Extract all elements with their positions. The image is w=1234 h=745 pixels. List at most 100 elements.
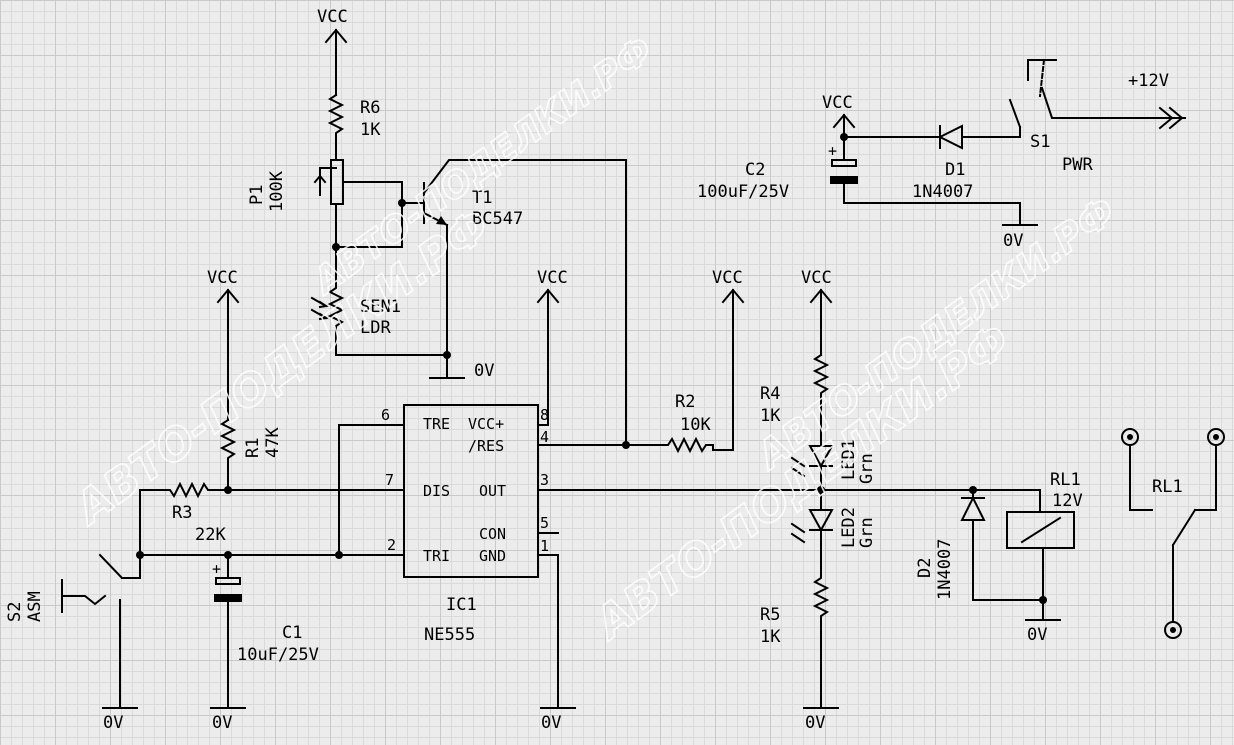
pin2-label: 2 [387,536,396,554]
ic1-ne555 [139,404,1041,709]
vcc-symbol-top [324,28,348,96]
r4-value: 1K [760,406,781,426]
ic-pin-con: CON [479,525,506,543]
vcc-label-r4: VCC [801,268,832,288]
c1-plus: + [212,560,221,578]
ic-pin-res: /RES [468,437,504,455]
t1-label: T1 [472,188,492,208]
ic-pin-vcc: VCC+ [468,415,504,433]
vcc-label-c2: VCC [822,93,853,113]
c1-label: C1 [282,623,302,643]
ground-label-s2: 0V [103,713,123,733]
sen1-label: SEN1 [360,297,401,317]
pin6-label: 6 [381,406,390,424]
r6-value: 1K [360,120,381,140]
pin3-label: 3 [540,471,549,489]
ic-pin-out: OUT [479,482,506,500]
ground-label-c2: 0V [1003,231,1023,251]
c2-value: 100uF/25V [697,182,789,202]
s2-label: S2 [5,602,25,622]
rl1-contacts-label: RL1 [1152,477,1183,497]
r1-label: R1 [243,438,263,458]
relay-contacts-rl1 [1121,428,1225,639]
pin8-label: 8 [540,406,549,424]
s1-value: PWR [1062,155,1093,175]
r6-label: R6 [360,98,380,118]
ic1-value: NE555 [424,625,475,645]
r4-label: R4 [760,384,780,404]
rl1-label: RL1 [1050,470,1081,490]
c1-value: 10uF/25V [237,645,319,665]
p1-label: P1 [247,185,267,205]
supply-label: +12V [1128,71,1169,91]
t1-value: BC547 [472,209,523,229]
resistor-r6 [327,93,345,161]
resistor-r3 [139,481,229,556]
r1-value: 47K [263,427,283,458]
sen1-value: LDR [360,318,391,338]
vcc-symbol-r4 [809,288,833,356]
ic-pin-gnd: GND [479,547,506,565]
led1-label: LED1 [839,439,859,480]
r5-label: R5 [760,605,780,625]
resistor-r5 [812,529,830,709]
led2-value: Grn [857,517,877,548]
vcc-symbol-ic [536,288,560,426]
pin7-label: 7 [385,471,394,489]
vcc-label-ic: VCC [537,268,568,288]
d1-value: 1N4007 [912,182,973,202]
s1-label: S1 [1030,132,1050,152]
vcc-label-r1: VCC [207,268,238,288]
r3-label: R3 [172,503,192,523]
ldr-sen1 [310,246,448,356]
ic1-label: IC1 [446,595,477,615]
r3-value: 22K [195,525,226,545]
pin5-label: 5 [540,514,549,532]
ground-label-t1: 0V [474,361,494,381]
ground-label-ic: 0V [541,713,561,733]
junction-dot [817,486,825,494]
ground-label-c1: 0V [212,713,232,733]
junction-dot [443,351,451,359]
ic-pin-tri: TRI [423,547,450,565]
led2-label: LED2 [839,507,859,548]
vcc-symbol-r2 [712,288,745,451]
vcc-label-r2: VCC [712,268,743,288]
relay-coil-rl1 [1006,489,1075,621]
r5-value: 1K [760,627,781,647]
rl1-value: 12V [1052,491,1083,511]
ic-pin-dis: DIS [423,482,450,500]
c2-label: C2 [745,160,765,180]
vcc-symbol-r1 [216,288,240,421]
pin1-label: 1 [540,537,549,555]
d1-label: D1 [945,160,965,180]
p1-value: 100K [267,170,287,212]
ground-label-r5: 0V [805,713,825,733]
diode-d2 [960,489,1044,601]
led1-value: Grn [857,453,877,484]
r2-label: R2 [675,392,695,412]
junction-dot [335,551,343,559]
junction-dot [398,199,406,207]
ground-label-rl1: 0V [1027,625,1047,645]
resistor-r2 [625,436,714,454]
resistor-r4 [812,353,830,446]
s2-value: ASM [25,591,45,622]
capacitor-c2 [830,159,1021,226]
switch-s2 [61,553,141,709]
potentiometer-p1 [313,159,403,248]
transistor-t1 [401,159,627,446]
d2-value: 1N4007 [935,539,955,600]
r2-value: 10K [680,415,711,435]
pin4-label: 4 [540,428,549,446]
vcc-label-top: VCC [317,7,348,27]
c2-plus: + [828,142,837,160]
junction-dot [1039,596,1047,604]
switch-s1 [1008,58,1186,138]
watermark-right: АВТО-ПОДЕЛКИ.РФ [747,189,1124,480]
resistor-r1 [219,418,237,491]
capacitor-c1 [214,554,242,709]
watermark-top: АВТО-ПОДЕЛКИ.РФ [304,29,661,304]
